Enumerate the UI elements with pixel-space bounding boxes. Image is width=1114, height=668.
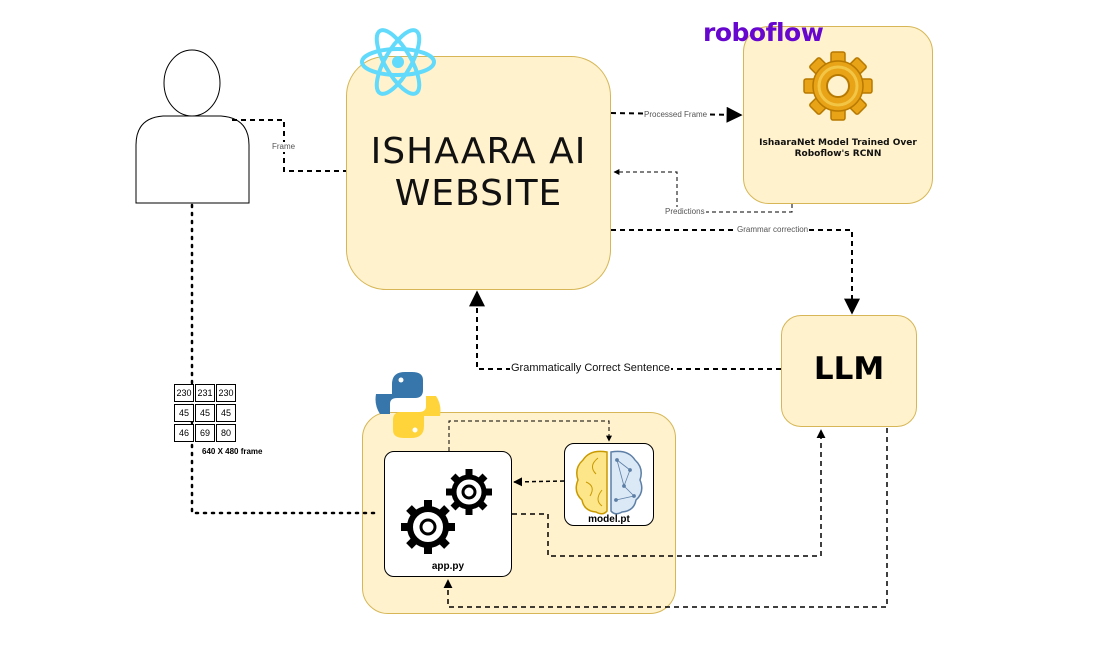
edge-llm-to-app <box>443 428 888 608</box>
model-box-label-line2: Roboflow's RCNN <box>794 149 882 159</box>
frame-grid-cell: 231 <box>195 384 215 402</box>
edge-predictions <box>613 169 793 213</box>
gears-icon <box>401 469 492 554</box>
edge-app-to-llm <box>512 429 826 557</box>
website-title-line1: ISHAARA AI <box>370 131 587 172</box>
model-pt-label: model.pt <box>588 514 630 525</box>
brain-icon <box>575 450 643 515</box>
edge-label-predictions: Predictions <box>664 207 706 217</box>
edge-label-processed-frame: Processed Frame <box>643 110 709 120</box>
frame-grid-cell: 46 <box>174 424 194 442</box>
website-title-line2: WEBSITE <box>394 173 563 214</box>
user-icon <box>135 49 250 204</box>
edge-model-to-app <box>513 477 565 487</box>
llm-box <box>781 315 917 427</box>
edge-grammar-correction <box>611 229 860 315</box>
app-py-box <box>384 451 512 577</box>
gear-icon <box>803 51 873 121</box>
frame-grid: 230 231 230 45 45 45 46 69 80 <box>174 384 236 444</box>
frame-grid-caption: 640 X 480 frame <box>202 447 263 456</box>
roboflow-logo: roboflow <box>703 18 824 47</box>
edge-label-grammar-correction: Grammar correction <box>736 225 810 235</box>
app-py-label: app.py <box>431 561 465 572</box>
model-box-label-line1: IshaaraNet Model Trained Over <box>759 138 917 148</box>
frame-grid-cell: 80 <box>216 424 236 442</box>
edge-user-to-app <box>190 203 378 515</box>
python-logo-icon <box>375 372 441 438</box>
edge-grammatically-correct <box>469 290 781 370</box>
frame-grid-cell: 45 <box>195 404 215 422</box>
frame-grid-cell: 230 <box>216 384 236 402</box>
react-logo-icon <box>360 28 436 96</box>
frame-grid-cell: 45 <box>174 404 194 422</box>
frame-grid-cell: 45 <box>216 404 236 422</box>
edge-label-frame: Frame <box>271 142 297 152</box>
frame-grid-cell: 69 <box>195 424 215 442</box>
website-box <box>346 56 611 290</box>
llm-label: LLM <box>813 351 885 387</box>
edge-label-grammatically-correct: Grammatically Correct Sentence <box>510 362 671 375</box>
edge-app-to-model <box>448 420 612 451</box>
frame-grid-cell: 230 <box>174 384 194 402</box>
